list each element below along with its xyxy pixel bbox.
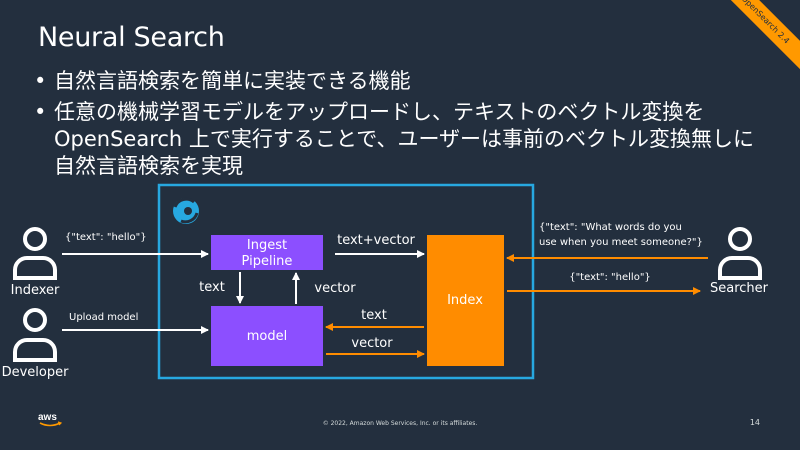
searcher-person-icon [718, 227, 762, 280]
vector-from-model-label: vector [351, 336, 393, 351]
opensearch-frame [157, 183, 535, 380]
aws-logo-text: aws [38, 412, 57, 423]
opensearch-logo-icon [173, 197, 199, 224]
ingest-pipeline-label: Ingest [247, 238, 287, 253]
upload-model-label: Upload model [69, 312, 138, 323]
searcher-result-label: {"text": "hello"} [569, 272, 651, 283]
indexer-person-icon [13, 227, 57, 280]
bullet-item: 自然言語検索を簡単に実装できる機能 [34, 68, 774, 95]
searcher-label: Searcher [710, 281, 769, 296]
searcher-query-label: use when you meet someone?"} [539, 237, 703, 248]
index-box [427, 235, 504, 366]
searcher-query-label: {"text": "What words do you [539, 222, 682, 233]
vector-up-label: vector [314, 281, 356, 296]
text-vector-label: text+vector [337, 233, 415, 248]
bullet-item: 任意の機械学習モデルをアップロードし、テキストのベクトル変換を OpenSear… [34, 99, 774, 180]
developer-label: Developer [2, 365, 70, 380]
model-box [211, 306, 323, 366]
index-label: Index [447, 293, 483, 308]
text-to-model-label: text [361, 308, 387, 323]
text-down-label: text [199, 280, 225, 295]
model-label: model [247, 329, 287, 344]
page-number: 14 [749, 418, 760, 427]
aws-logo-icon: aws [38, 410, 66, 432]
copyright-text: © 2022, Amazon Web Services, Inc. or its… [322, 420, 478, 427]
ingest-pipeline-label: Pipeline [242, 254, 293, 269]
bullet-list: 自然言語検索を簡単に実装できる機能 任意の機械学習モデルをアップロードし、テキス… [34, 68, 774, 184]
slide-title: Neural Search [38, 22, 225, 53]
indexer-label: Indexer [11, 283, 60, 298]
developer-person-icon [13, 308, 57, 362]
ingest-pipeline-box [211, 235, 323, 270]
indexer-query-label: {"text": "hello"} [65, 232, 147, 243]
